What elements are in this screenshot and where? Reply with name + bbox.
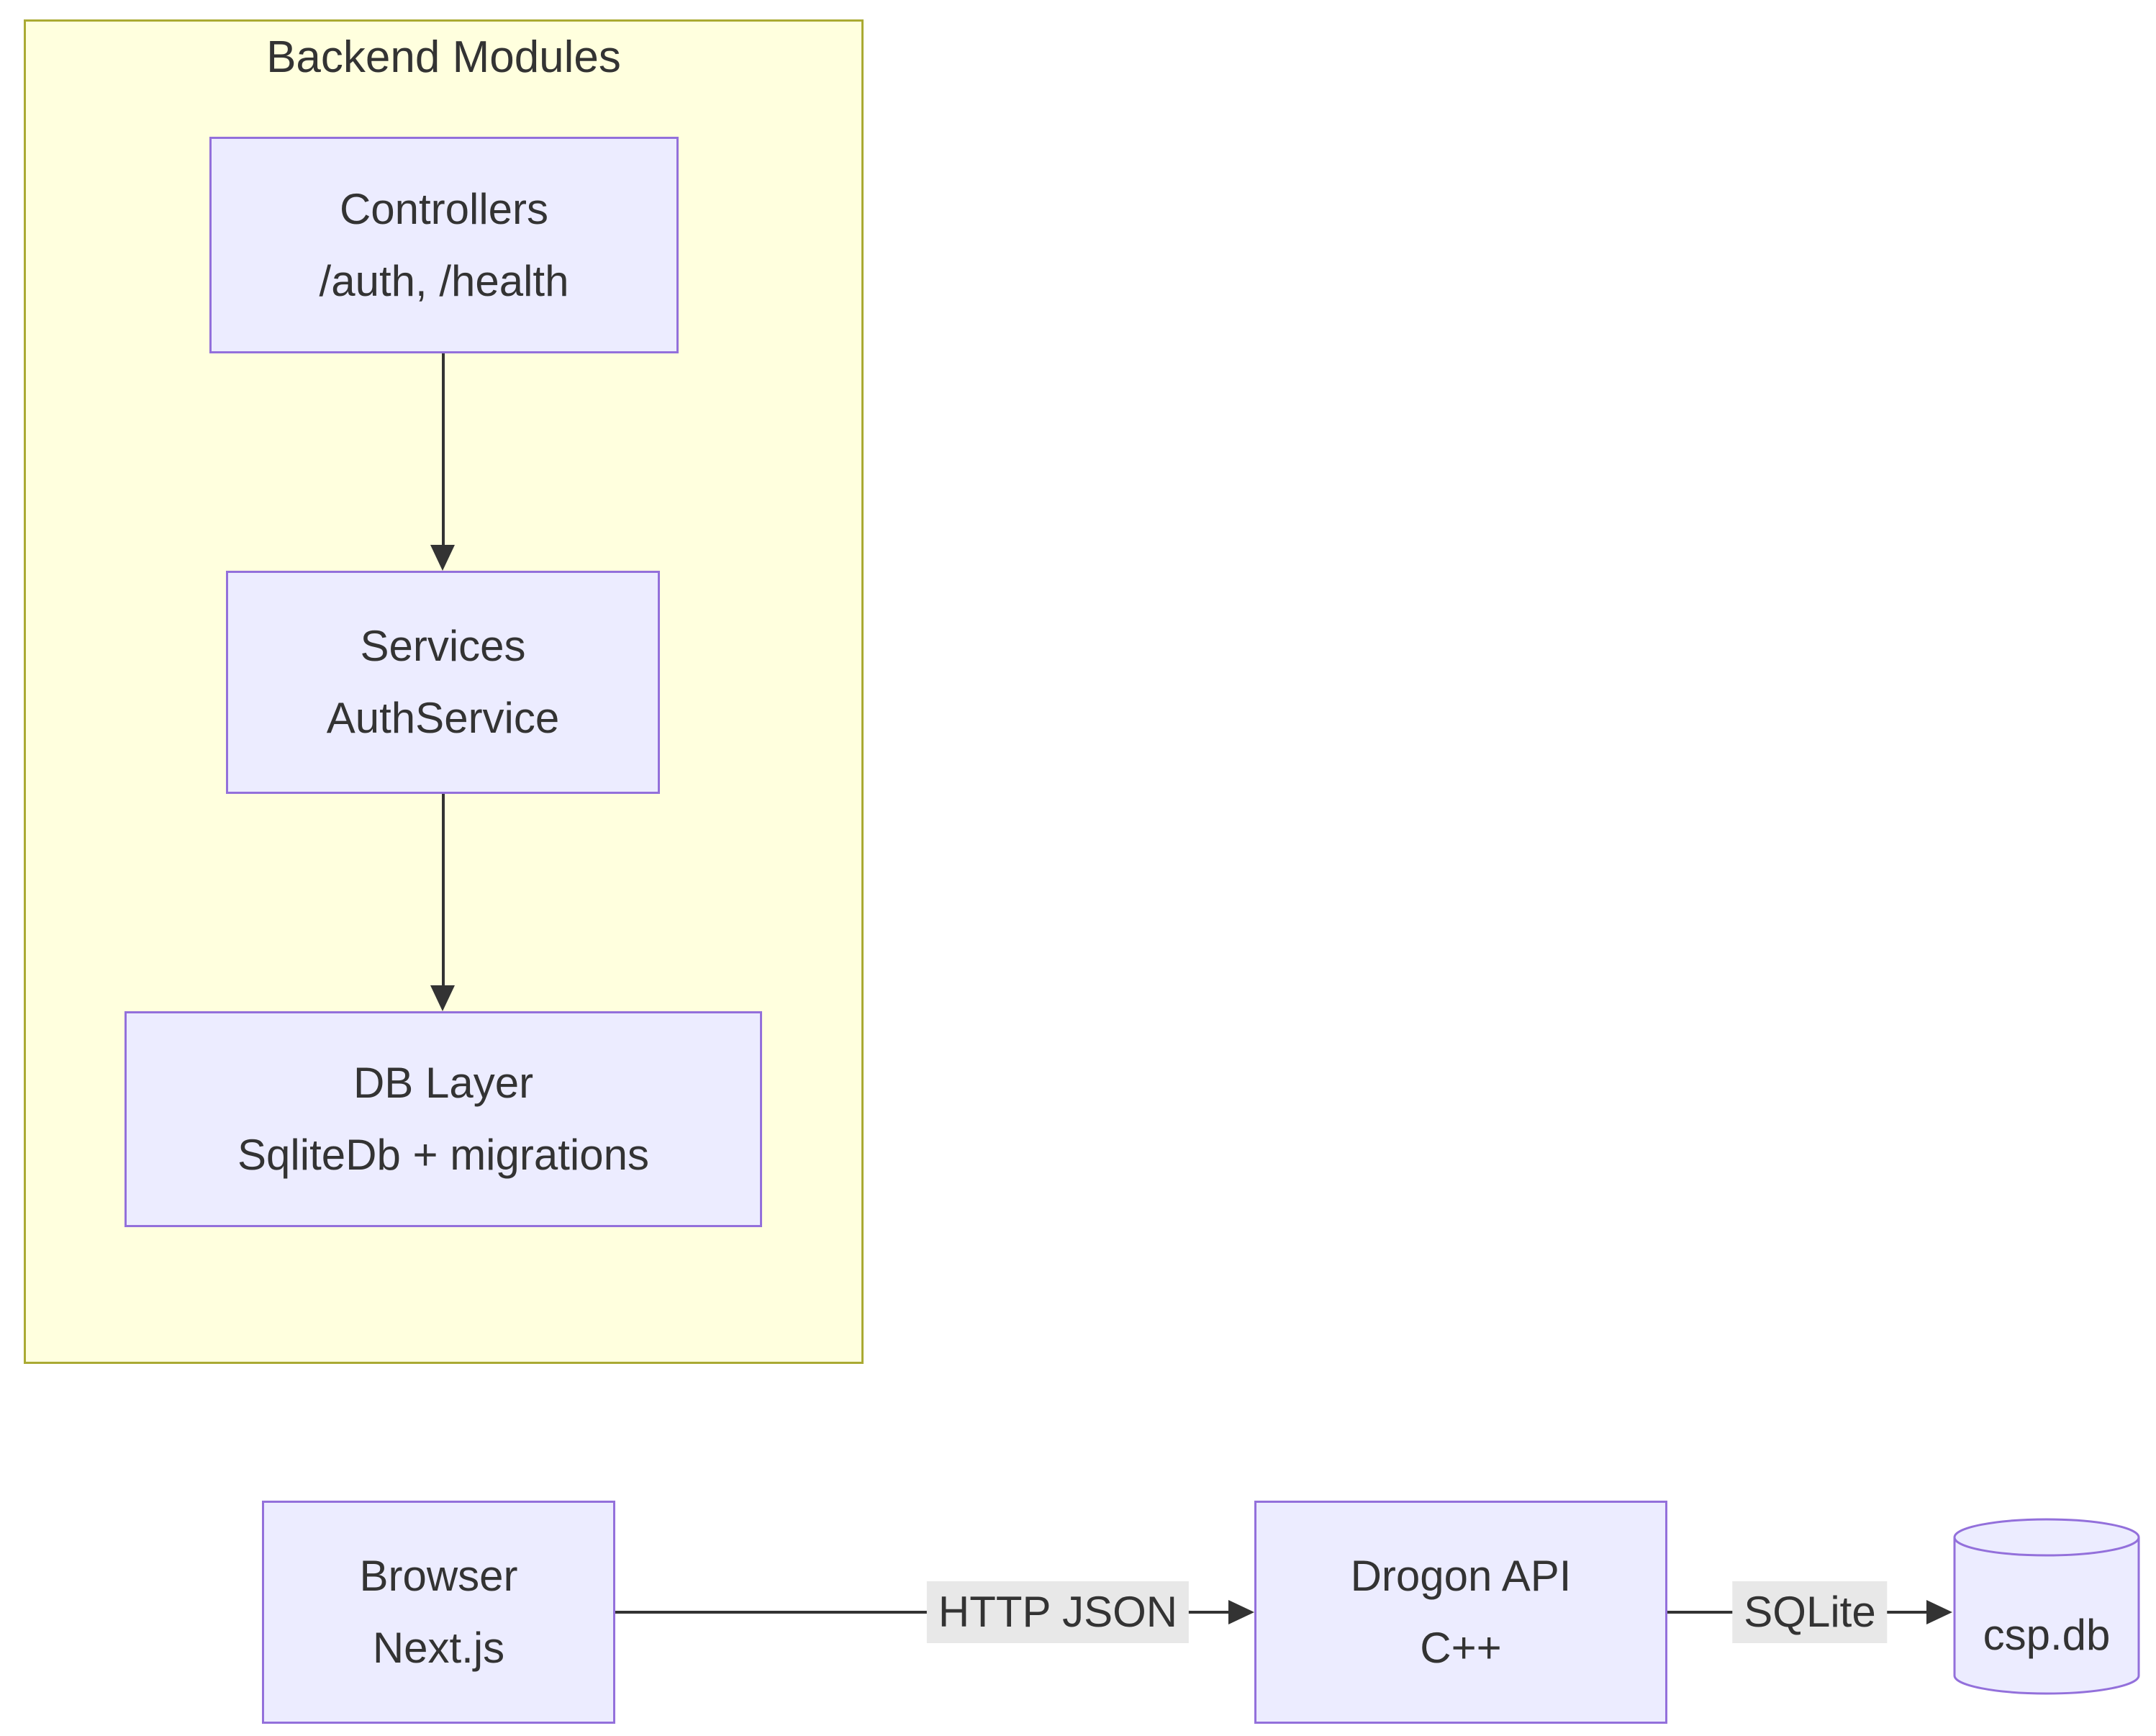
node-controllers-subtitle: /auth, /health (319, 256, 569, 305)
edge-label-sqlite: SQLite (1732, 1581, 1888, 1643)
arrowhead-down-icon (430, 545, 455, 571)
node-drogon-api: Drogon API C++ (1254, 1501, 1667, 1724)
node-db-layer-subtitle: SqliteDb + migrations (237, 1131, 649, 1179)
arrowhead-right-icon (1926, 1600, 1952, 1624)
edge-label-http-json: HTTP JSON (926, 1581, 1190, 1643)
node-controllers-title: Controllers (339, 184, 549, 233)
node-services-subtitle: AuthService (326, 694, 560, 742)
node-services-title: Services (360, 622, 526, 670)
node-drogon-api-title: Drogon API (1350, 1552, 1572, 1600)
edge-browser-to-drogon (615, 1611, 1231, 1614)
arrowhead-down-icon (430, 985, 455, 1011)
edge-controllers-to-services (442, 353, 445, 548)
node-services: Services AuthService (226, 571, 660, 794)
node-controllers: Controllers /auth, /health (209, 137, 679, 353)
node-browser-subtitle: Next.js (372, 1624, 505, 1672)
node-db-layer-title: DB Layer (353, 1059, 534, 1107)
node-db-layer: DB Layer SqliteDb + migrations (124, 1011, 762, 1227)
arrowhead-right-icon (1228, 1600, 1254, 1624)
node-browser-title: Browser (359, 1552, 518, 1600)
node-browser: Browser Next.js (262, 1501, 615, 1724)
node-drogon-api-subtitle: C++ (1420, 1624, 1502, 1672)
subgraph-title: Backend Modules (266, 32, 621, 82)
database-cylinder-icon (1953, 1518, 2140, 1695)
node-csp-db-label: csp.db (1983, 1611, 2111, 1659)
node-csp-db: csp.db (1952, 1517, 2141, 1696)
edge-services-to-db-layer (442, 794, 445, 987)
